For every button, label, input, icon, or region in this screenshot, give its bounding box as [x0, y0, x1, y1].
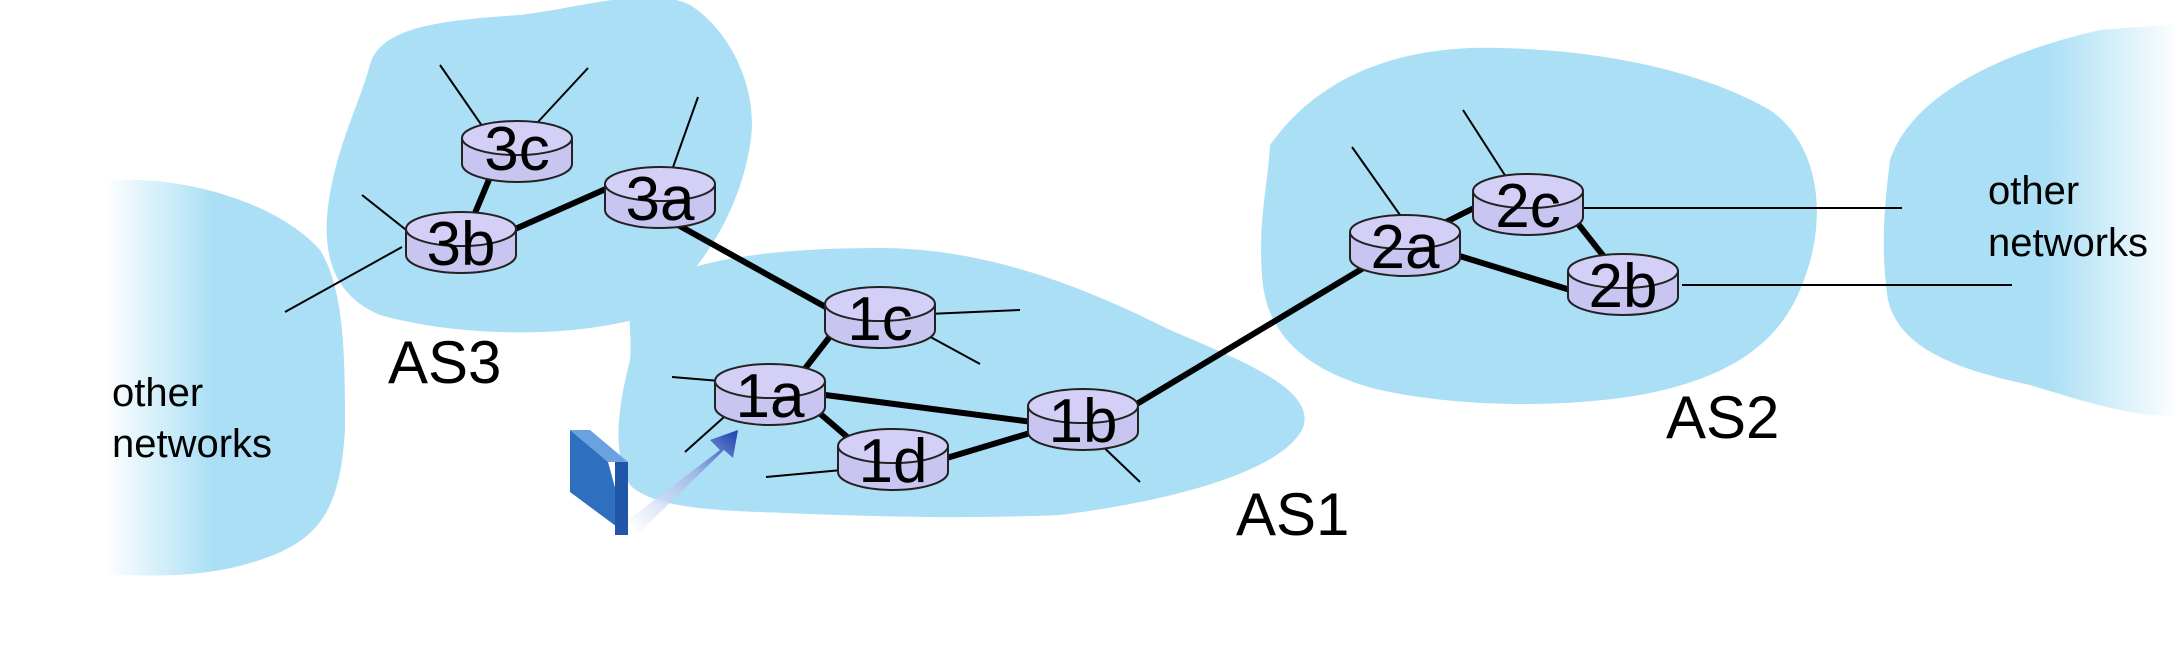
router-1a-label: 1a	[736, 362, 805, 431]
host-links	[284, 64, 2012, 483]
router-2b-label: 2b	[1589, 252, 1658, 321]
router-1b[interactable]: 1b	[1027, 387, 1139, 456]
router-2a-label: 2a	[1371, 213, 1440, 282]
router-1c[interactable]: 1c	[824, 285, 936, 354]
router-2c-label: 2c	[1495, 172, 1560, 241]
router-2a[interactable]: 2a	[1349, 213, 1461, 282]
router-1a[interactable]: 1a	[714, 362, 826, 431]
router-2c[interactable]: 2c	[1472, 172, 1584, 241]
router-3b-label: 3b	[427, 210, 496, 279]
as1-label: AS1	[1236, 481, 1349, 548]
router-1b-label: 1b	[1049, 387, 1118, 456]
other-networks-right-line2: networks	[1988, 221, 2148, 265]
router-1d-label: 1d	[859, 427, 928, 496]
router-3c[interactable]: 3c	[461, 115, 573, 184]
as2-label: AS2	[1666, 384, 1779, 451]
other-networks-left-line2: networks	[112, 422, 272, 466]
other-networks-left-line1: other	[112, 371, 203, 415]
other-networks-right-cloud	[1883, 25, 2180, 416]
router-3a-label: 3a	[626, 165, 695, 234]
router-1d[interactable]: 1d	[837, 427, 949, 496]
other-networks-right-line1: other	[1988, 169, 2079, 213]
arrow-icon	[628, 430, 738, 532]
router-3a[interactable]: 3a	[604, 165, 716, 234]
router-3b[interactable]: 3b	[405, 210, 517, 279]
as3-label: AS3	[388, 329, 501, 396]
router-2b[interactable]: 2b	[1567, 252, 1679, 321]
host-computer-icon	[570, 430, 628, 535]
router-3c-label: 3c	[484, 115, 549, 184]
router-1c-label: 1c	[847, 285, 912, 354]
other-networks-left-cloud	[105, 179, 345, 576]
as1-cloud	[618, 248, 1305, 518]
